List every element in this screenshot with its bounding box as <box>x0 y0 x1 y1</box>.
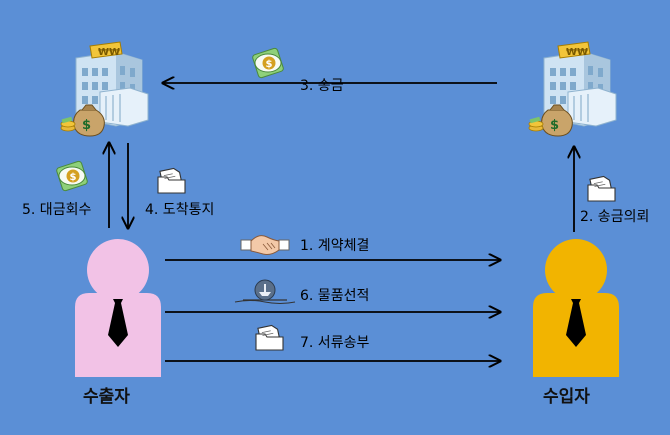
step-1-label: 1. 계약체결 <box>300 238 370 254</box>
step-4-label: 4. 도착통지 <box>145 202 215 218</box>
exporter-bank-icon <box>60 41 149 137</box>
document-folder-icon <box>587 174 616 202</box>
ship-icon <box>234 279 296 304</box>
importer-figure <box>533 239 619 377</box>
importer-label: 수입자 <box>543 387 590 407</box>
step-5-label: 5. 대금회수 <box>22 202 92 218</box>
step-2-label: 2. 송금의뢰 <box>580 209 650 225</box>
money-icon <box>251 47 285 79</box>
money-icon <box>55 160 89 192</box>
step-3-label: 3. 송금 <box>300 78 344 94</box>
document-folder-icon <box>157 166 186 194</box>
step-7-label: 7. 서류송부 <box>300 335 370 351</box>
exporter-figure <box>75 239 161 377</box>
document-folder-icon <box>255 323 284 351</box>
exporter-label: 수출자 <box>83 387 130 407</box>
importer-bank-icon <box>528 41 617 137</box>
step-6-label: 6. 물품선적 <box>300 288 370 304</box>
handshake-icon <box>240 235 290 255</box>
